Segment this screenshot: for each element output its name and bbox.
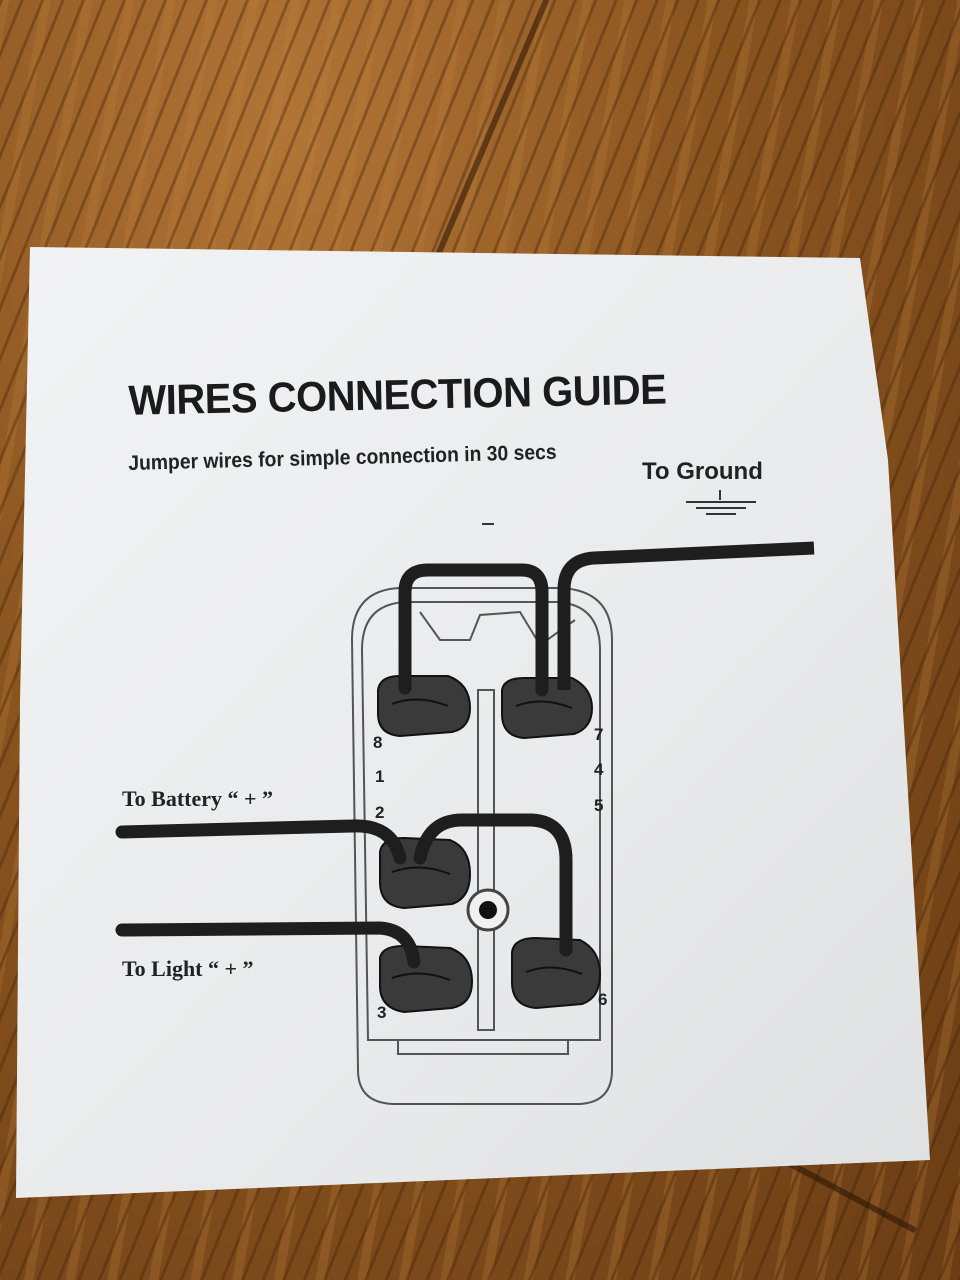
pin-label-6: 6 (598, 990, 608, 1009)
ground-symbol-icon (686, 490, 756, 515)
pin-label-4: 4 (594, 760, 604, 779)
pin-label-3: 3 (377, 1003, 387, 1022)
pin-label-7: 7 (594, 725, 604, 744)
pin-label-5: 5 (594, 796, 604, 815)
light-label: To Light “ + ” (122, 956, 254, 981)
pin-label-1: 1 (375, 767, 385, 786)
jumper-wire (115, 541, 815, 969)
pivot-icon (466, 888, 510, 932)
ground-label: To Ground (642, 458, 763, 485)
pin-label-8: 8 (373, 733, 383, 752)
battery-label: To Battery “ + ” (122, 786, 274, 811)
pin-label-2: 2 (375, 803, 385, 822)
